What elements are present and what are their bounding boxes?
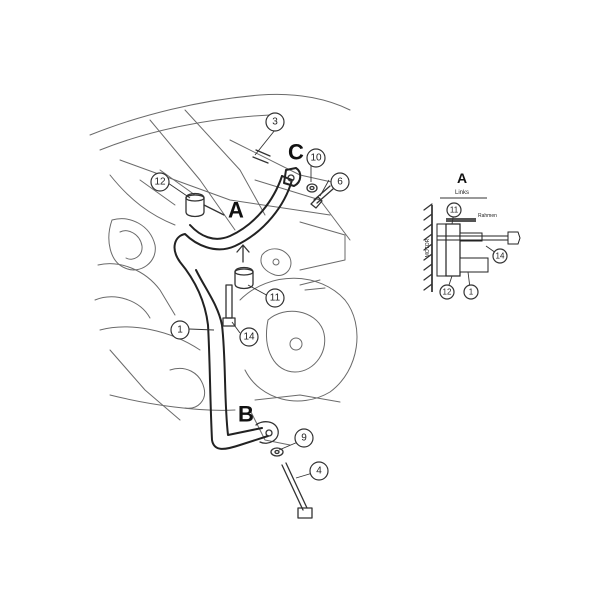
svg-text:14: 14 — [243, 332, 255, 343]
callout-1: 1 — [170, 320, 190, 340]
detail-sleeve — [459, 257, 489, 273]
crash-bar — [173, 167, 302, 450]
washer-10-part — [306, 183, 318, 193]
callout-10: 10 — [306, 148, 326, 168]
detail-a-inset: A Links MOTOR Rahmen — [423, 170, 521, 300]
mount-letter-a: A — [228, 198, 244, 223]
svg-text:10: 10 — [310, 153, 322, 164]
svg-text:9: 9 — [301, 433, 307, 444]
detail-callout-12: 12 — [439, 284, 455, 300]
svg-text:14: 14 — [496, 252, 505, 261]
callout-9: 9 — [294, 428, 314, 448]
svg-text:12: 12 — [154, 177, 166, 188]
svg-text:1: 1 — [469, 288, 474, 297]
svg-text:3: 3 — [272, 117, 278, 128]
bolt-4-part — [281, 462, 313, 519]
detail-bolt-head — [507, 231, 521, 245]
bolt-c-fastener — [252, 149, 271, 164]
bolt-14-part — [222, 284, 236, 327]
detail-callout-14: 14 — [492, 248, 508, 264]
detail-callout-1: 1 — [463, 284, 479, 300]
callout-12: 12 — [150, 172, 170, 192]
detail-subtitle: Links — [455, 190, 469, 196]
svg-text:11: 11 — [450, 206, 459, 215]
detail-title: A — [457, 170, 467, 186]
spacer-11-part — [234, 244, 254, 290]
spacer-12-part — [185, 192, 225, 218]
svg-text:11: 11 — [270, 293, 281, 304]
svg-text:4: 4 — [316, 466, 322, 477]
callout-4: 4 — [309, 461, 329, 481]
mount-letter-b: B — [238, 402, 254, 427]
frame-plate — [446, 218, 476, 222]
washer-9-part — [270, 447, 284, 457]
detail-callout-11: 11 — [446, 202, 462, 218]
detail-spacer-11 — [436, 223, 447, 277]
callout-6: 6 — [330, 172, 350, 192]
callout-14: 14 — [239, 327, 259, 347]
motorcycle-engine-sketch — [89, 93, 358, 446]
svg-text:12: 12 — [443, 288, 452, 297]
svg-text:6: 6 — [337, 177, 343, 188]
detail-spacer-12 — [459, 232, 483, 242]
rahmen-label: Rahmen — [478, 213, 497, 219]
mount-letter-c: C — [288, 140, 304, 165]
detail-bar-1 — [445, 223, 461, 277]
bolt-6-part — [310, 185, 334, 209]
svg-text:1: 1 — [177, 325, 183, 336]
motor-label: MOTOR — [425, 238, 431, 257]
motor-wall — [423, 203, 433, 292]
callout-3: 3 — [265, 112, 285, 132]
callout-11: 11 — [265, 288, 285, 308]
